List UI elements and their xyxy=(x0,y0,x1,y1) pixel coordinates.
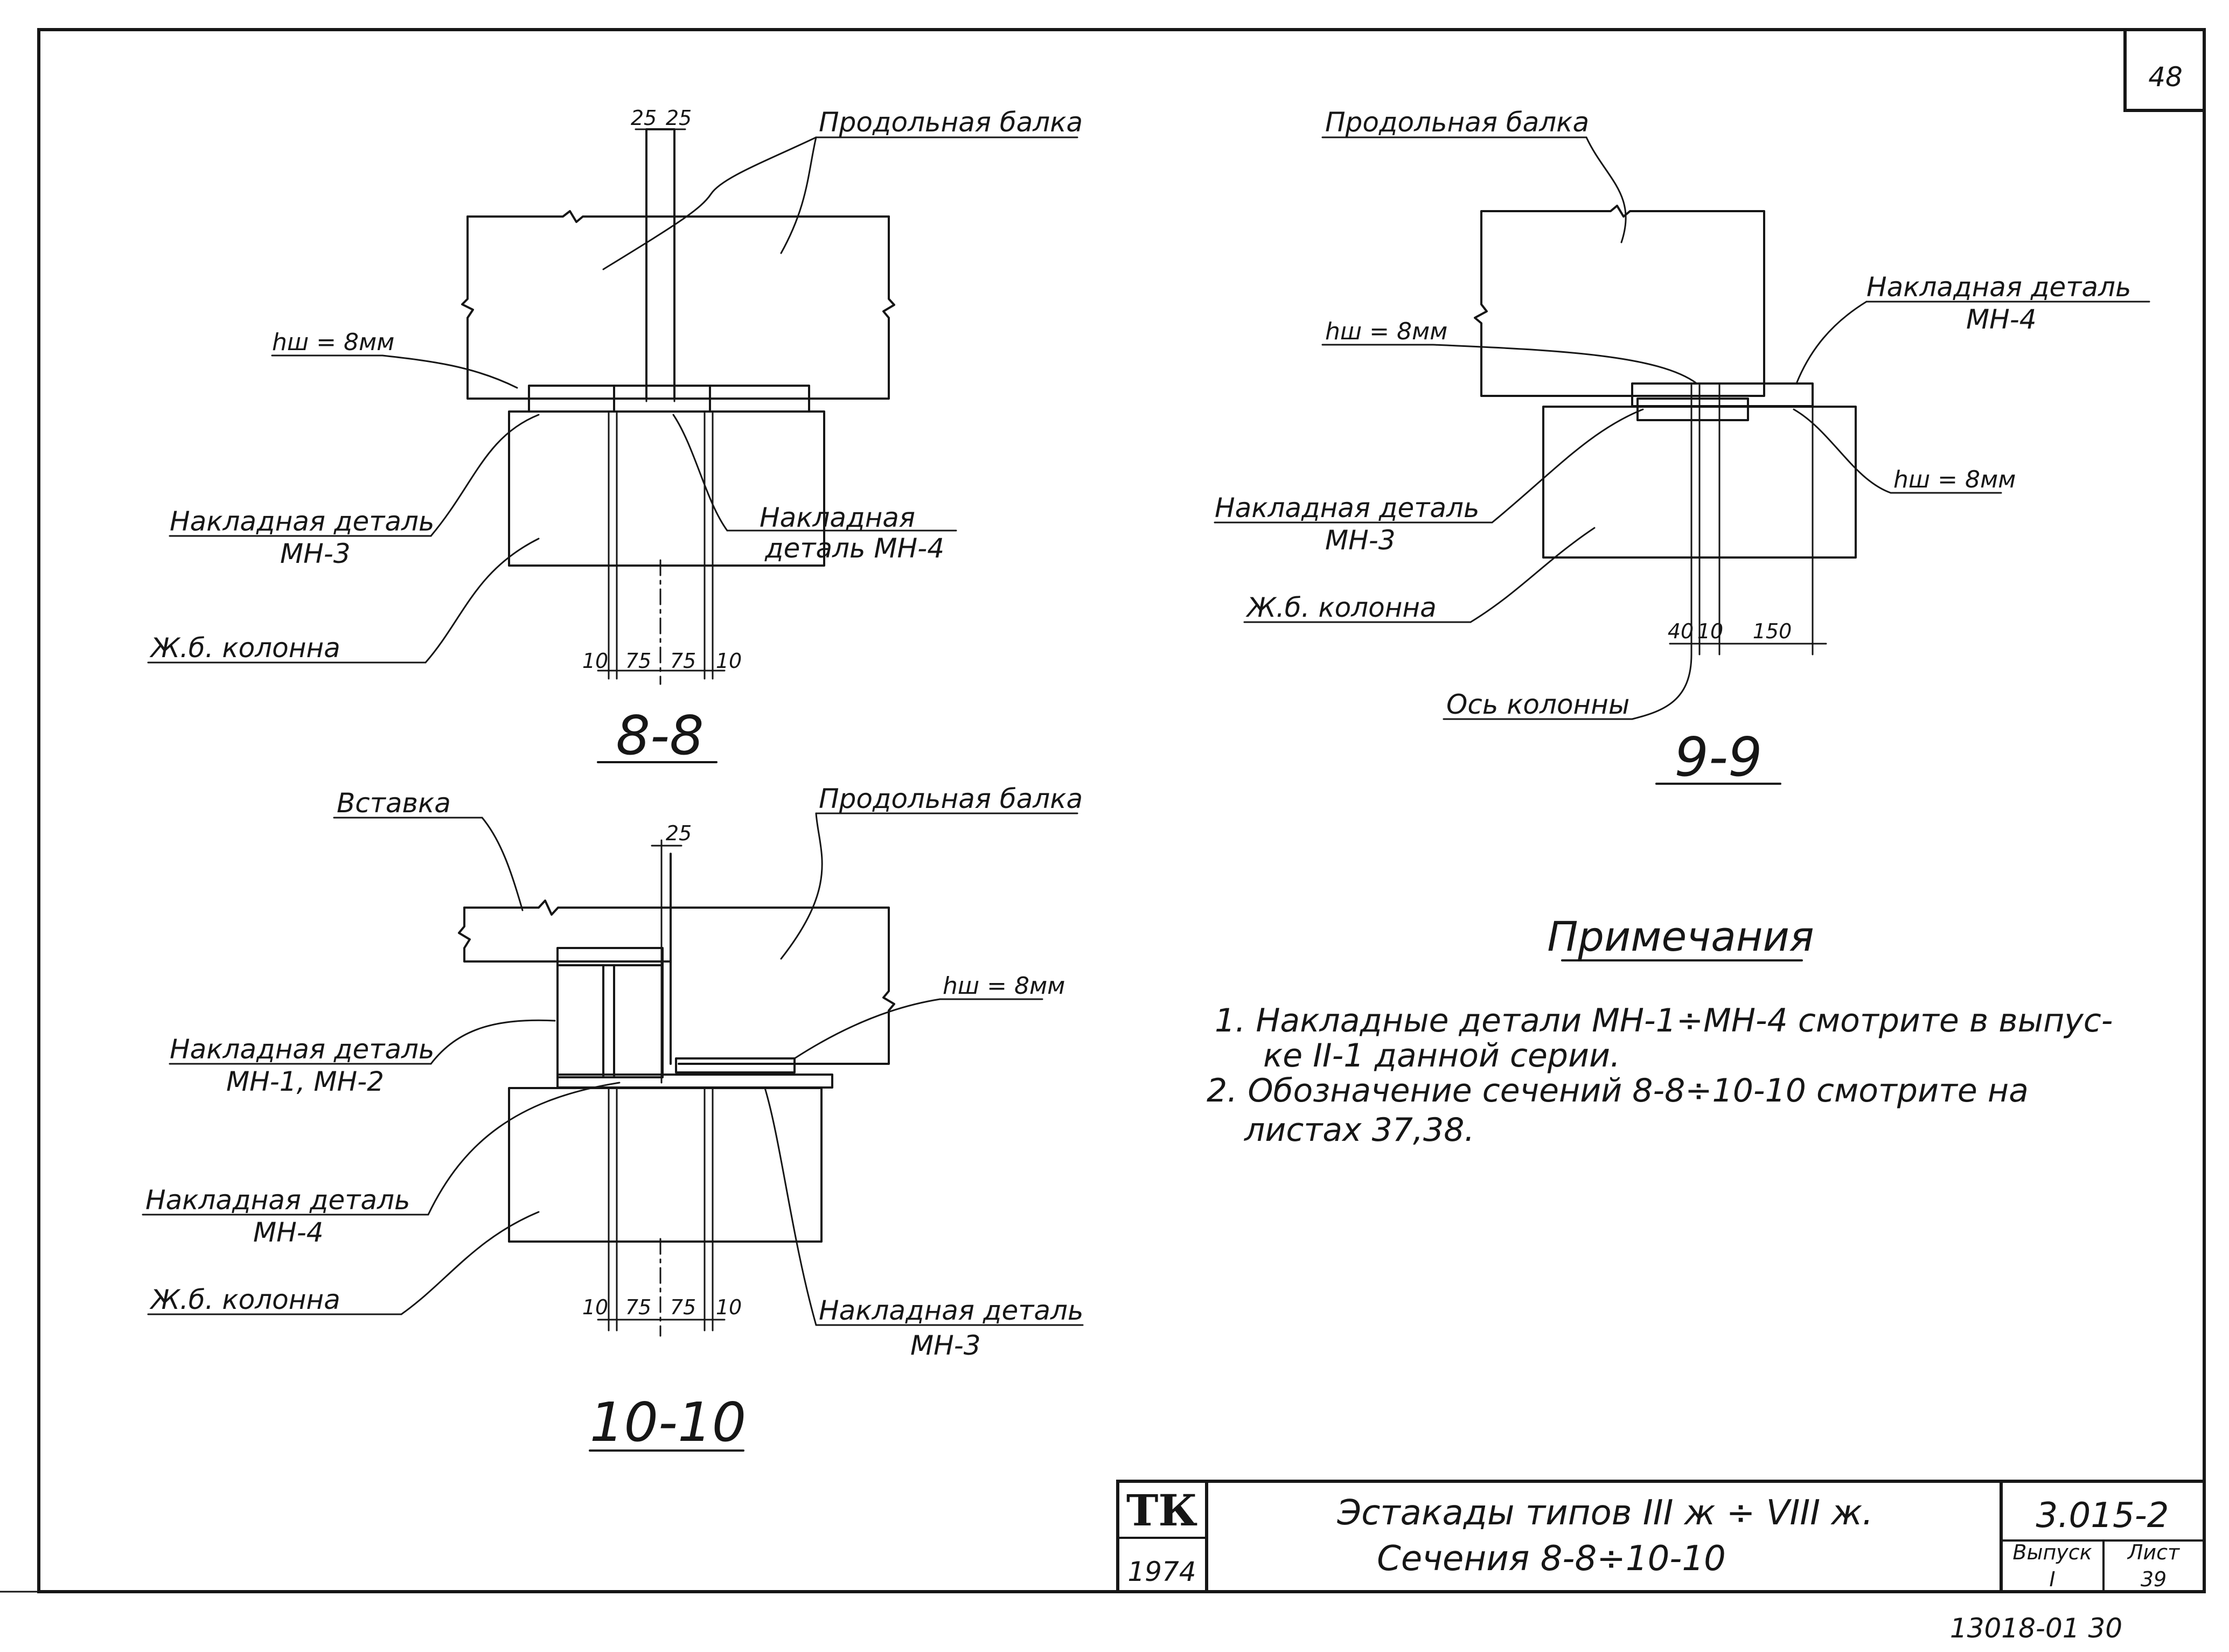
notes-header: Примечания xyxy=(1547,912,1814,960)
sheet-frame xyxy=(0,28,2206,1593)
label-plate-mn3-10-10-l1: Накладная деталь xyxy=(819,1295,1083,1326)
title-block-sheet-label: Лист xyxy=(2127,1541,2181,1564)
label-plate-mn4-8-8-l2: деталь МН-4 xyxy=(764,533,944,564)
label-plate-mn1-10-10-l2: МН-1, МН-2 xyxy=(226,1066,384,1097)
dim-top-8-8-a: 25 xyxy=(631,106,657,130)
label-plate-mn3-10-10-l2: МН-3 xyxy=(910,1330,981,1361)
label-weld-10-10: hш = 8мм xyxy=(943,972,1065,1000)
section-8-8: 25 25 10 75 75 10 Продольная балка hш = … xyxy=(147,106,1083,767)
label-beam-8-8: Продольная балка xyxy=(819,107,1083,138)
notes: Примечания 1. Накладные детали МН-1÷МН-4… xyxy=(1207,912,2113,1149)
label-weld-right-9-9: hш = 8мм xyxy=(1893,466,2016,493)
label-plate-mn4-9-9-l1: Накладная деталь xyxy=(1866,271,2131,303)
dim-bottom-9-9-a: 40 xyxy=(1668,619,1694,643)
title-block-code: 3.015-2 xyxy=(2036,1496,2169,1536)
title-block-year: 1974 xyxy=(1127,1556,1196,1587)
plate-mn4-10-10 xyxy=(675,1057,796,1074)
title-block-line-2: Сечения 8-8÷10-10 xyxy=(1377,1539,1726,1579)
title-block-sheet-value: 39 xyxy=(2141,1567,2167,1591)
dim-bottom-8-8-a: 10 xyxy=(582,649,608,673)
note-line-3: 2. Обозначение сечений 8-8÷10-10 смотрит… xyxy=(1207,1072,2029,1110)
title-block-issue-value: I xyxy=(2049,1567,2055,1591)
label-plate-mn4-10-10-l2: МН-4 xyxy=(253,1217,324,1248)
label-plate-mn3-8-8-l2: МН-3 xyxy=(280,538,351,569)
label-plate-mn3-8-8-l1: Накладная деталь xyxy=(170,506,434,537)
dim-bottom-10-10-a: 10 xyxy=(582,1295,608,1319)
label-axis-9-9: Ось колонны xyxy=(1446,689,1629,720)
label-column-9-9: Ж.б. колонна xyxy=(1245,592,1437,623)
section-title-10-10: 10-10 xyxy=(590,1391,747,1454)
dim-bottom-9-9-c: 150 xyxy=(1753,619,1792,643)
note-line-4: листах 37,38. xyxy=(1244,1111,1474,1149)
label-plate-mn1-10-10-l1: Накладная деталь xyxy=(170,1034,434,1065)
corner-sheet-number: 48 xyxy=(2148,61,2183,93)
dim-bottom-10-10-d: 10 xyxy=(716,1295,742,1319)
title-block xyxy=(1116,1480,2206,1593)
note-line-1: 1. Накладные детали МН-1÷МН-4 смотрите в… xyxy=(1215,1002,2113,1040)
web-plate-8-8 xyxy=(645,128,675,400)
section-title-8-8: 8-8 xyxy=(616,704,703,767)
archive-stamp: 13018-01 30 xyxy=(1950,1613,2122,1644)
label-plate-mn3-9-9-l2: МН-3 xyxy=(1325,525,1396,556)
section-9-9: 40 10 150 Продольная балка hш = 8мм Накл… xyxy=(1214,107,2150,789)
beam-8-8 xyxy=(461,210,895,400)
title-block-org: ТК xyxy=(1126,1485,1197,1536)
label-plate-mn4-10-10-l1: Накладная деталь xyxy=(145,1184,410,1216)
section-10-10: 25 10 75 75 10 Вставка Продольная балка xyxy=(142,783,1084,1454)
plate-mn3-9-9 xyxy=(1636,398,1749,421)
label-beam-10-10: Продольная балка xyxy=(819,783,1083,814)
dim-bottom-8-8-c: 75 xyxy=(670,649,696,673)
label-plate-mn4-9-9-l2: МН-4 xyxy=(1966,304,2037,335)
plate-mn1-10-10 xyxy=(556,947,664,966)
label-weld-8-8: hш = 8мм xyxy=(272,329,394,356)
label-column-8-8: Ж.б. колонна xyxy=(149,632,340,664)
label-column-10-10: Ж.б. колонна xyxy=(149,1284,340,1315)
label-weld-left-9-9: hш = 8мм xyxy=(1325,318,1447,345)
title-block-line-1: Эстакады типов III ж ÷ VIII ж. xyxy=(1337,1493,1873,1533)
dim-bottom-9-9-b: 10 xyxy=(1697,619,1723,643)
dim-top-8-8-b: 25 xyxy=(666,106,692,130)
note-line-2: ке II-1 данной серии. xyxy=(1263,1037,1620,1075)
dim-top-10-10: 25 xyxy=(666,821,692,845)
title-block-issue-label: Выпуск xyxy=(2012,1541,2092,1564)
dim-bottom-10-10-b: 75 xyxy=(625,1295,651,1319)
label-plate-mn3-9-9-l1: Накладная деталь xyxy=(1215,492,1479,524)
dim-bottom-8-8-b: 75 xyxy=(625,649,651,673)
column-8-8 xyxy=(508,410,825,567)
label-plate-mn4-8-8-l1: Накладная xyxy=(760,502,915,533)
dim-bottom-8-8-d: 10 xyxy=(716,649,742,673)
section-title-9-9: 9-9 xyxy=(1674,726,1762,789)
label-insert-10-10: Вставка xyxy=(337,787,451,819)
label-beam-9-9: Продольная балка xyxy=(1325,107,1589,138)
dim-bottom-10-10-c: 75 xyxy=(670,1295,696,1319)
